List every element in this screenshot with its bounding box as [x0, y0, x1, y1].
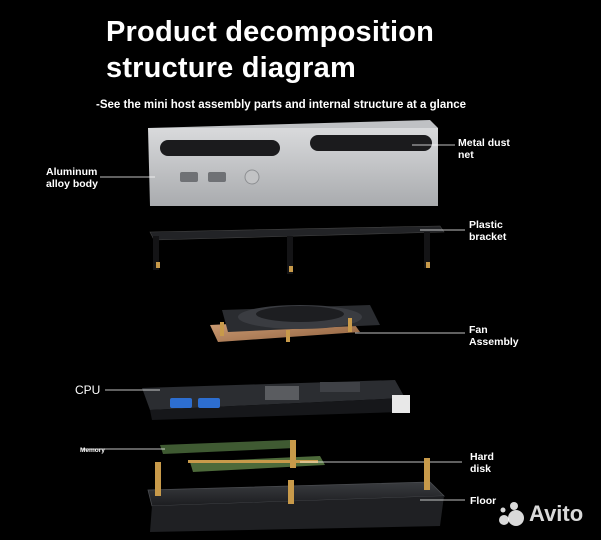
label-memory: Memory: [80, 447, 105, 454]
fan-assembly: [210, 305, 380, 342]
label-cpu: CPU: [75, 383, 101, 397]
standoff-4: [288, 480, 294, 504]
usb-port-1: [180, 172, 198, 182]
label-metal-dust-net: Metal dust net: [458, 137, 510, 161]
memory-modules: [160, 440, 325, 472]
avito-wordmark: Avito: [529, 501, 584, 526]
subtitle: -See the mini host assembly parts and in…: [96, 99, 467, 111]
cpu-chip: [265, 386, 299, 400]
standoff-3: [424, 458, 430, 490]
standoff-2: [290, 440, 296, 468]
title-line-2: structure diagram: [106, 52, 356, 84]
cpu-motherboard: [142, 380, 410, 420]
label-fan-assembly: Fan Assembly: [469, 324, 519, 348]
label-aluminum-body: Aluminum alloy body: [46, 166, 98, 190]
top-vent: [160, 140, 280, 156]
usb-port-2: [208, 172, 226, 182]
page-title: Product decomposition structure diagram: [106, 14, 526, 86]
dust-net-vent: [310, 135, 432, 151]
label-hard-disk: Hard disk: [470, 451, 494, 475]
title-line-1: Product decomposition: [106, 16, 435, 48]
label-floor: Floor: [470, 495, 497, 507]
aluminum-body: [148, 120, 438, 206]
plastic-bracket: [149, 225, 445, 274]
standoff-1: [155, 462, 161, 496]
usb-blue-1: [170, 398, 192, 408]
usb-blue-2: [198, 398, 220, 408]
label-plastic-bracket: Plastic bracket: [469, 219, 507, 243]
floor-plate: [147, 440, 445, 532]
avito-logo-icon: [497, 500, 525, 528]
avito-watermark: Avito: [497, 500, 583, 528]
power-button: [244, 169, 260, 185]
